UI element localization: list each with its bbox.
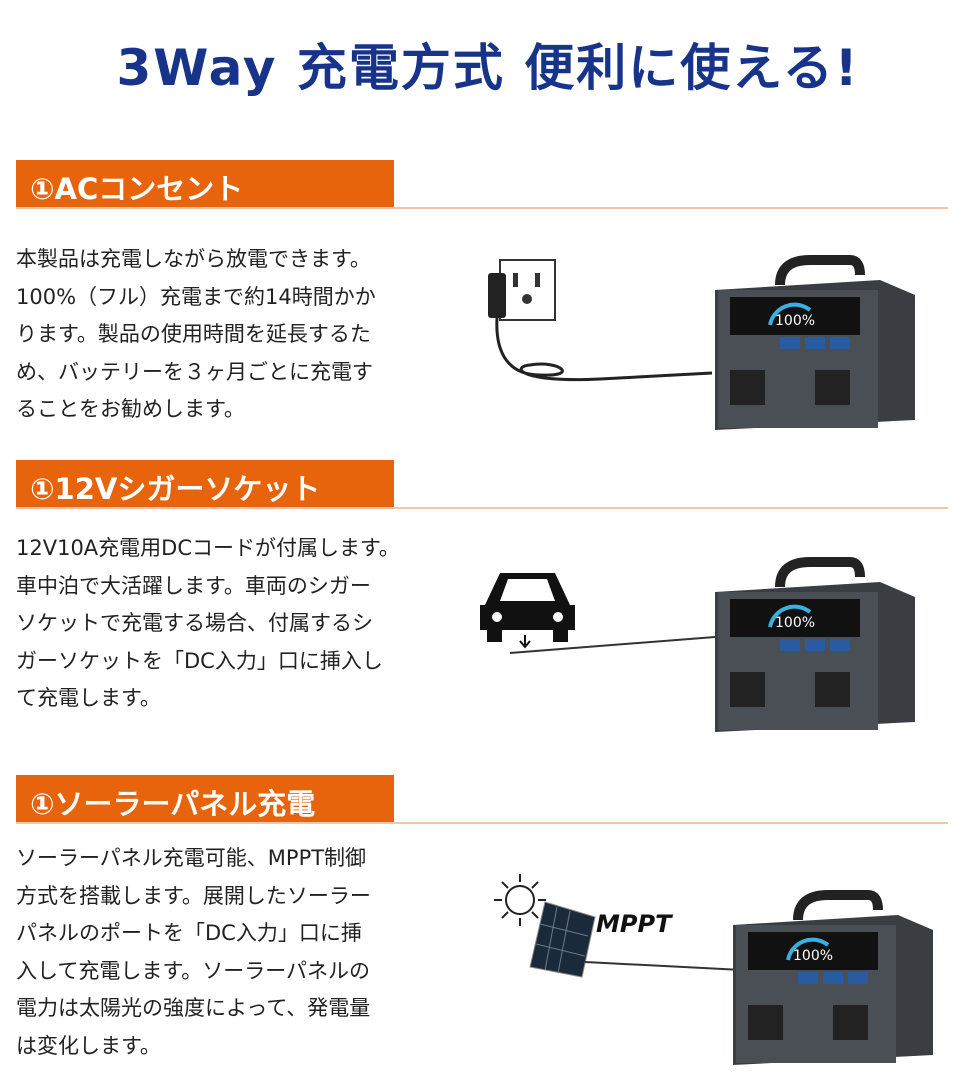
divider bbox=[16, 822, 948, 824]
text-line: ることをお勧めします。 bbox=[16, 397, 245, 421]
text-line: め、バッテリーを３ヶ月ごとに充電す bbox=[16, 359, 373, 384]
text-line: ソーラーパネル充電可能、MPPT制御 bbox=[16, 846, 367, 870]
mppt-label: MPPT bbox=[596, 910, 672, 938]
page-title: 3Way 充電方式 便利に使える! bbox=[116, 39, 860, 97]
car-icon bbox=[480, 573, 716, 654]
power-station-image: 100% bbox=[733, 890, 933, 1065]
section-header-solar: ①ソーラーパネル充電 bbox=[16, 775, 394, 823]
text-line: 本製品は充電しながら放電できます。 bbox=[16, 247, 371, 271]
power-station-image: 100% bbox=[715, 557, 915, 732]
text-line: 電力は太陽光の強度によって、発電量 bbox=[16, 996, 371, 1020]
section-text-cigar: 12V10A充電用DCコードが付属します。 車中泊で大活躍します。車両のシガー … bbox=[16, 530, 400, 718]
text-line: 車中泊で大活躍します。車両のシガー bbox=[16, 573, 371, 598]
svg-text:100%: 100% bbox=[793, 948, 833, 964]
wall-outlet-icon bbox=[488, 259, 713, 382]
svg-text:100%: 100% bbox=[775, 615, 815, 631]
text-line: は変化します。 bbox=[16, 1033, 161, 1058]
text-line: 12V10A充電用DCコードが付属します。 bbox=[16, 536, 400, 560]
text-line: て充電します。 bbox=[16, 686, 161, 710]
text-line: 100%（フル）充電まで約14時間かか bbox=[16, 284, 376, 309]
text-line: パネルのポートを「DC入力」口に挿 bbox=[16, 921, 362, 945]
divider bbox=[16, 507, 948, 509]
text-line: ソケットで充電する場合、付属するシ bbox=[16, 611, 373, 635]
text-line: ります。製品の使用時間を延長するた bbox=[16, 322, 371, 346]
solar-panel-icon bbox=[494, 874, 743, 978]
divider bbox=[16, 207, 948, 209]
section-header-cigar: ①12Vシガーソケット bbox=[16, 460, 394, 508]
text-line: ガーソケットを「DC入力」口に挿入し bbox=[16, 648, 383, 673]
section-text-ac: 本製品は充電しながら放電できます。 100%（フル）充電まで約14時間かか りま… bbox=[16, 241, 376, 429]
section-header-ac: ①ACコンセント bbox=[16, 160, 394, 208]
power-station-image: 100% bbox=[715, 255, 915, 430]
text-line: 入して充電します。ソーラーパネルの bbox=[16, 958, 371, 983]
svg-text:100%: 100% bbox=[775, 313, 815, 329]
section-text-solar: ソーラーパネル充電可能、MPPT制御 方式を搭載します。展開したソーラー パネル… bbox=[16, 840, 371, 1065]
text-line: 方式を搭載します。展開したソーラー bbox=[16, 883, 371, 908]
